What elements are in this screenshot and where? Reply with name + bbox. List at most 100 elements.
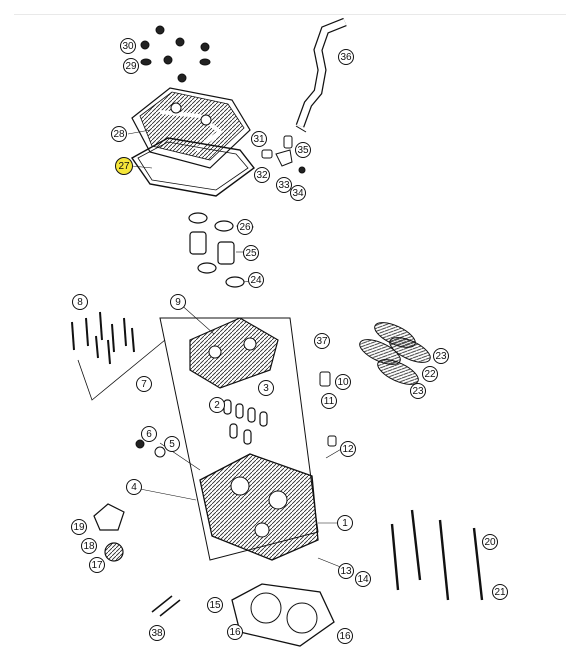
callout-circle [321,393,337,409]
callout-label: 22 [424,369,436,380]
head-bolts-left [71,311,135,365]
top-divider [14,14,566,15]
callout-label: 26 [239,222,251,233]
callout-c34: 34 [290,185,306,201]
callout-label: 11 [324,396,335,407]
callout-label: 28 [113,129,125,140]
callout-circle [251,131,267,147]
spark-plug-studs [151,595,181,617]
callout-circle [254,167,270,183]
callout-circle [115,157,133,175]
camshaft-carrier [189,317,279,389]
callout-circle [337,628,353,644]
callout-circle [422,366,438,382]
callout-c6: 6 [141,426,157,442]
callout-label: 1 [342,518,348,529]
callout-circle [170,294,186,310]
callout-c37: 37 [314,333,330,349]
callout-circle [290,185,306,201]
valve-guides [223,399,268,445]
callout-label: 15 [209,600,221,611]
callout-c20: 20 [482,534,498,550]
thermostat-housing [93,503,125,562]
callout-c15: 15 [207,597,223,613]
callout-circle [338,49,354,65]
callout-c30: 30 [120,38,136,54]
callout-label: 10 [337,377,349,388]
callout-label: 14 [357,574,369,585]
callout-circle [209,397,225,413]
callout-circle [314,333,330,349]
callout-c33: 33 [276,177,292,193]
callout-circle [72,294,88,310]
callout-c14: 14 [355,571,371,587]
callout-c7: 7 [136,376,152,392]
callout-circle [123,58,139,74]
callout-c23a: 23 [433,348,449,364]
callout-c2: 2 [209,397,225,413]
callout-c18: 18 [81,538,97,554]
callout-c25: 25 [243,245,259,261]
callout-label: 32 [256,170,268,181]
callout-circle [340,441,356,457]
callout-c8: 8 [72,294,88,310]
callout-circle [227,624,243,640]
callout-circle [295,142,311,158]
intake-boots [359,322,431,385]
callout-label: 8 [77,297,83,308]
breather-fittings [261,135,306,174]
callout-c35: 35 [295,142,311,158]
callout-circle [89,557,105,573]
callout-circle [276,177,292,193]
callout-c11: 11 [321,393,337,409]
callout-label: 9 [175,297,181,308]
callout-circle [120,38,136,54]
head-gasket [231,583,335,647]
callout-label: 7 [141,379,147,390]
callout-label: 36 [340,52,352,63]
callout-circle [237,219,253,235]
callout-c38: 38 [149,625,165,641]
callout-c10: 10 [335,374,351,390]
callout-label: 17 [91,560,103,571]
callout-label: 23 [412,386,424,397]
callout-c17: 17 [89,557,105,573]
callout-label: 4 [131,482,137,493]
mid-frame-outline [77,317,319,561]
callout-c13: 13 [338,563,354,579]
callout-c5: 5 [164,436,180,452]
callout-c1: 1 [337,515,353,531]
callout-label: 34 [292,188,304,199]
callout-c24: 24 [248,272,264,288]
callout-label: 2 [214,400,220,411]
callout-label: 33 [278,180,290,191]
callout-circle [81,538,97,554]
callout-label: 12 [342,444,354,455]
callout-circle [258,380,274,396]
callout-circle [482,534,498,550]
callout-label: 13 [340,566,352,577]
callout-label: 38 [151,628,163,639]
callout-label: 29 [125,61,137,72]
callout-c4: 4 [126,479,142,495]
callout-label: 25 [245,248,257,259]
callout-circle [355,571,371,587]
callout-circle [136,376,152,392]
callout-circle [337,515,353,531]
callout-label: 18 [83,541,95,552]
cylinder-head-cover [131,87,251,169]
callout-c19: 19 [71,519,87,535]
callout-circle [164,436,180,452]
callout-c23b: 23 [410,383,426,399]
callout-circle [410,383,426,399]
callout-label: 16 [339,631,351,642]
cylinder-head [199,453,319,561]
callout-label: 3 [263,383,269,394]
callout-circle [207,597,223,613]
valve-tappets [188,212,245,288]
callout-c21: 21 [492,584,508,600]
callout-circle [433,348,449,364]
callout-c29: 29 [123,58,139,74]
